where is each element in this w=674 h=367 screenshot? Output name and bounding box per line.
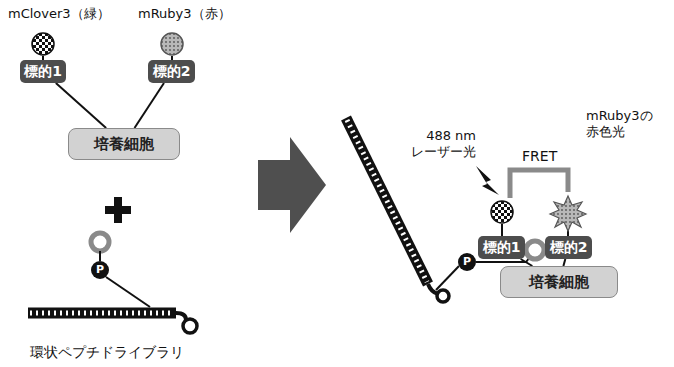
target-box: 標的1 <box>478 236 525 259</box>
mclover-circle <box>32 33 54 55</box>
connector <box>563 259 565 266</box>
target-box: 標的1 <box>20 60 66 83</box>
target-box: 標的2 <box>545 236 592 259</box>
plus-sign <box>105 206 131 214</box>
emission-label: mRuby3の 赤色光 <box>586 108 668 141</box>
target-box: 標的2 <box>148 60 195 83</box>
phosphate-circle: P <box>91 261 109 279</box>
node-text: P <box>96 264 104 276</box>
node-text: 培養細胞 <box>529 274 589 291</box>
mruby-circle <box>161 33 183 55</box>
node-text: P <box>463 256 471 268</box>
linker <box>106 277 150 307</box>
strand-end <box>176 313 186 320</box>
linker <box>436 266 459 290</box>
node-text: 標的2 <box>550 240 588 255</box>
peptide-ring <box>526 241 544 259</box>
connector-line <box>563 259 565 266</box>
nucleic-strand <box>346 118 428 284</box>
strand-loop <box>437 290 449 302</box>
process-arrow <box>258 137 326 233</box>
peptide-ring <box>91 233 109 251</box>
connector <box>134 83 163 128</box>
node-text: 培養細胞 <box>94 136 154 153</box>
connector <box>56 83 106 128</box>
nucleic-strand <box>28 308 176 319</box>
protein-label: mRuby3（赤） <box>138 6 231 22</box>
connector <box>521 259 533 266</box>
laser-bolt <box>476 166 499 195</box>
node-text: 標的1 <box>483 240 521 255</box>
strand-loop <box>183 319 197 333</box>
protein-label: mClover3（緑） <box>8 6 110 22</box>
stalk <box>501 224 503 236</box>
mclover-circle <box>491 201 513 223</box>
linker <box>99 251 101 261</box>
laser-label: 488 nm レーザー光 <box>396 128 476 161</box>
node-text: 標的1 <box>24 64 62 79</box>
connector-line <box>134 83 163 128</box>
cell-box: 培養細胞 <box>68 128 180 160</box>
phosphate-circle: P <box>458 253 476 271</box>
node-text: 標的2 <box>153 64 191 79</box>
mruby-burst <box>550 196 586 231</box>
fret-label: FRET <box>522 148 557 166</box>
connector-line <box>56 83 106 128</box>
library-label: 環状ペプチドライブラリ <box>30 344 184 362</box>
fret-bracket <box>510 170 568 198</box>
strand-ladder <box>30 311 174 316</box>
connector-line <box>521 259 533 266</box>
cell-box: 培養細胞 <box>500 266 618 298</box>
